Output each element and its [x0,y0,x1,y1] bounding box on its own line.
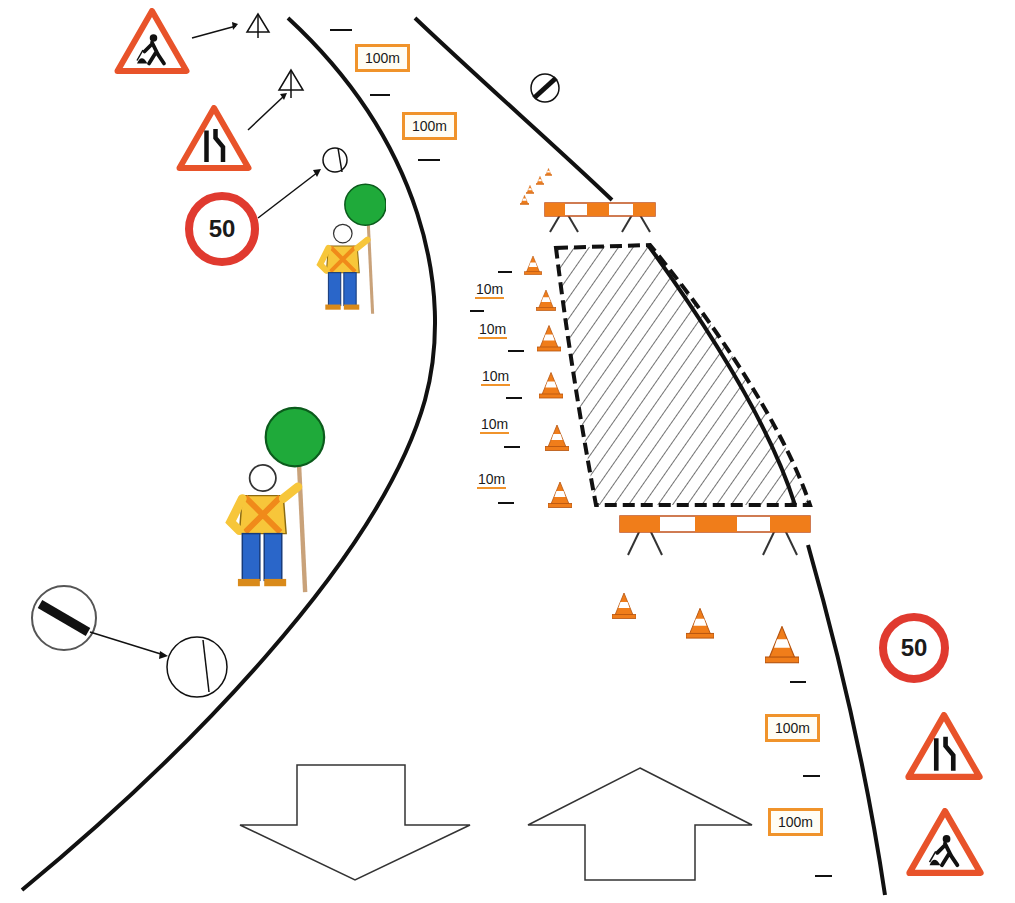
distance-plate: 100m [765,714,820,742]
distance-plate: 100m [402,112,457,140]
distance-text: 100m [775,719,810,737]
speed-limit-sign: 50 [184,191,260,267]
distance-plate: 100m [768,808,823,836]
distance-label: 10m [478,321,507,339]
distance-label: 10m [475,281,504,299]
speed-value: 50 [901,634,928,662]
distance-label: 10m [480,416,509,434]
distance-text: 100m [778,813,813,831]
distance-text: 100m [412,117,447,135]
distance-label: 10m [477,471,506,489]
distance-label: 10m [481,368,510,386]
distance-plate: 100m [355,44,410,72]
speed-limit-sign: 50 [878,612,950,684]
distance-text: 100m [365,49,400,67]
speed-value: 50 [209,215,236,243]
